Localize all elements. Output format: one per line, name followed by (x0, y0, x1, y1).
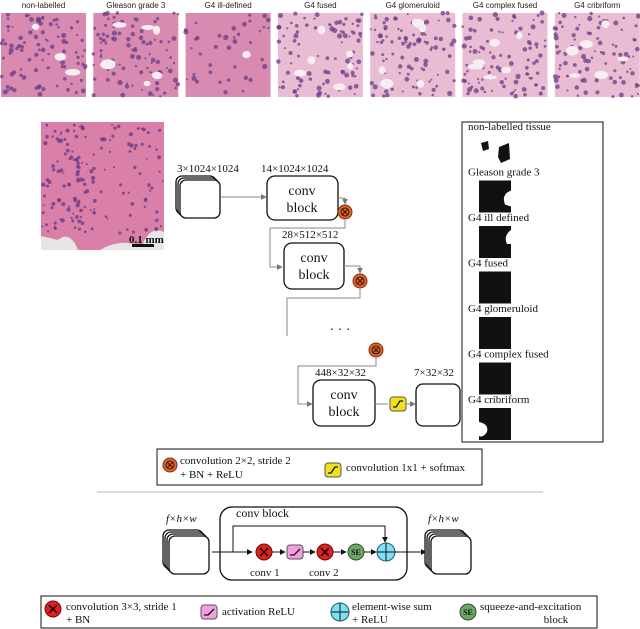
conv-block-3-label-b: block (328, 405, 359, 420)
conv-block-2-label-b: block (298, 268, 329, 283)
input-tensor (175, 175, 221, 219)
thumbnail-label: non-labelled (22, 1, 66, 10)
stage1-dims: 14×1024×1024 (261, 163, 329, 175)
thumbnail-label: G4 cribriform (574, 1, 621, 10)
thumbnail-label: G4 fused (304, 1, 336, 10)
thumbnail-label: G4 glomeruloid (386, 1, 440, 10)
scale-bar (132, 244, 154, 247)
mask-item: G4 cribriform (468, 394, 530, 440)
downsample-conv-icon (368, 342, 384, 358)
downsample-conv-icon (337, 204, 353, 220)
thumbnail-label: G4 complex fused (473, 1, 537, 10)
legend-se-text-a: squeeze-and-excitation (480, 601, 582, 613)
se-block-icon: SE (347, 543, 365, 561)
conv2-label: conv 2 (309, 567, 339, 579)
softmax-conv-icon (324, 462, 342, 478)
arrow-block2-to-down2 (344, 265, 363, 274)
input-tissue-image: 0.1 mm (40, 122, 164, 250)
legend-softmax-text: convolution 1x1 + softmax (346, 462, 465, 474)
ellipsis: · · · (330, 323, 351, 338)
element-sum-icon (376, 542, 396, 562)
mask-label: G4 ill defined (468, 212, 530, 224)
se-icon-label: SE (463, 608, 473, 617)
conv-block-3-label-a: conv (330, 388, 357, 403)
se-block-icon: SE (459, 603, 477, 621)
se-icon-label: SE (351, 548, 361, 557)
legend-se-text-b: block (544, 614, 569, 626)
mask-item: non-labelled tissue (468, 121, 551, 163)
conv-block-1-label-b: block (286, 201, 317, 216)
conv-block-2-label-a: conv (300, 251, 327, 266)
thumbnail: G4 cribriform (552, 1, 640, 99)
relu-icon (286, 544, 304, 560)
mask-item: Gleason grade 3 (468, 167, 540, 213)
mask-item: G4 complex fused (468, 349, 549, 395)
legend-conv3-text-b: + BN (66, 614, 90, 626)
softmax-conv-icon (389, 396, 407, 412)
downsample-conv-icon (352, 273, 368, 289)
legend-conv3-text-a: convolution 3×3, stride 1 (66, 601, 177, 613)
mask-label: Gleason grade 3 (468, 167, 540, 179)
thumbnail: G4 ill-defined (183, 1, 271, 97)
thumbnail-label: Gleason grade 3 (106, 1, 166, 10)
thumbnail: G4 glomeruloid (369, 1, 457, 98)
skip-connection (232, 525, 388, 552)
conv3x3-icon (255, 543, 273, 561)
conv-block-detail (219, 506, 408, 581)
input-dims: 3×1024×1024 (177, 163, 239, 175)
relu-icon (200, 604, 218, 620)
thumbnail: G4 complex fused (461, 1, 548, 99)
legend-bottom (40, 595, 598, 629)
arrow-down3-to-block3 (297, 358, 377, 407)
scale-bar-label: 0.1 mm (129, 234, 164, 246)
thumbnail-label: G4 ill-defined (205, 1, 252, 10)
legend-downsample-text-a: convolution 2×2, stride 2 (180, 455, 291, 467)
block-out-dims: f×h×w (428, 513, 459, 525)
legend-sum-text-a: element-wise sum (352, 601, 432, 613)
legend-top (156, 448, 483, 486)
block-input-tensor (162, 529, 210, 575)
output-dims: 7×32×32 (414, 367, 454, 379)
legend-relu-text: activation ReLU (222, 606, 295, 618)
thumbnail: non-labelled (0, 1, 88, 97)
connector-down2 (286, 289, 361, 336)
conv3x3-icon (316, 543, 334, 561)
conv1-label: conv 1 (250, 567, 280, 579)
arrow-down1-to-block2 (269, 220, 346, 270)
mask-item: G4 glomeruloid (468, 303, 538, 349)
stage3-dims: 448×32×32 (315, 367, 366, 379)
mask-label: G4 complex fused (468, 349, 549, 361)
output-tensor (415, 383, 461, 427)
class-thumbnails: non-labelled Gleason grade 3 G4 ill-define… (0, 1, 640, 99)
thumbnail: G4 fused (276, 1, 364, 98)
mask-label: G4 fused (468, 258, 509, 270)
stage2-dims: 28×512×512 (282, 229, 338, 241)
legend-sum-text-b: + ReLU (352, 614, 388, 626)
conv-block-1-label-a: conv (288, 184, 315, 199)
downsample-conv-icon (162, 457, 178, 473)
legend-downsample-text-b: + BN + ReLU (180, 469, 243, 481)
mask-label: G4 glomeruloid (468, 303, 538, 315)
mask-item: G4 ill defined (468, 212, 530, 258)
mask-item: G4 fused (468, 258, 511, 304)
conv-block-detail-title: conv block (236, 506, 289, 520)
element-sum-icon (330, 602, 350, 622)
mask-label: G4 cribriform (468, 394, 530, 406)
block-output-tensor (424, 529, 472, 575)
block-in-dims: f×h×w (166, 513, 197, 525)
arrow-block1-to-down1 (338, 197, 348, 205)
conv-block-3 (312, 379, 376, 427)
conv3x3-icon (44, 600, 62, 618)
mask-label: non-labelled tissue (468, 121, 551, 133)
thumbnail: Gleason grade 3 (91, 1, 181, 98)
